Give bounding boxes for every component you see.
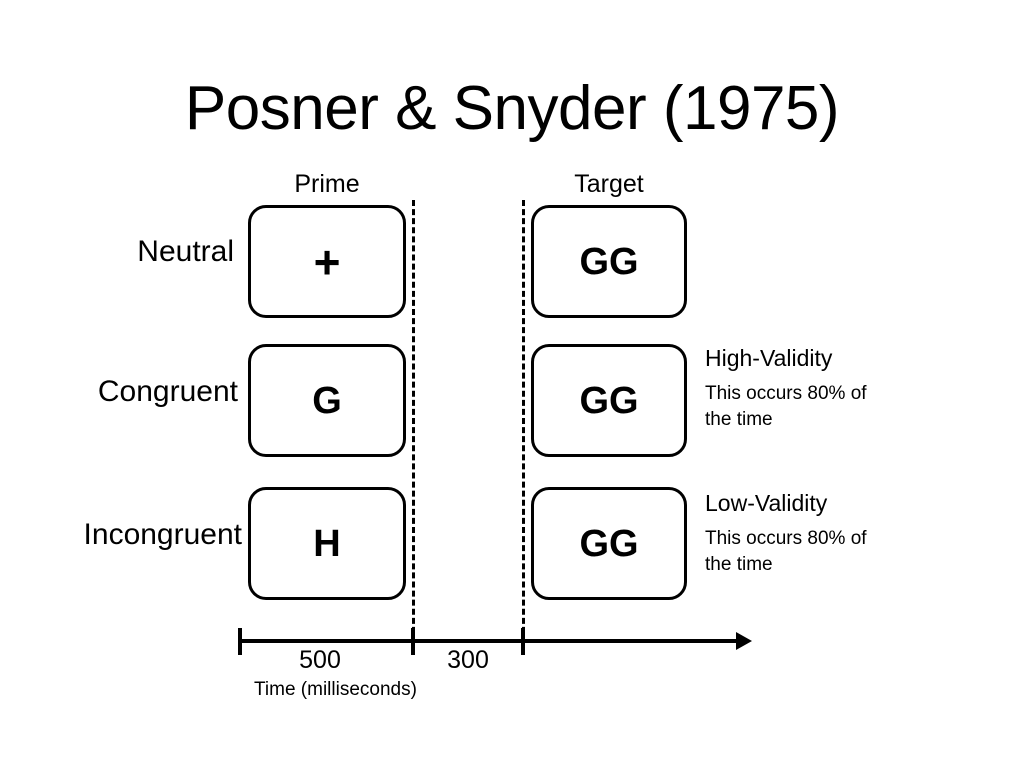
target-box-incongruent: GG [531,487,687,600]
row-label-incongruent: Incongruent [83,518,242,551]
prime-stimulus-incongruent: H [313,522,341,565]
annotation-low-validity-body: This occurs 80% of the time [705,528,867,575]
annotation-high-validity-body: This occurs 80% of the time [705,383,867,430]
prime-stimulus-congruent: G [312,379,342,422]
annotation-high-validity: High-Validity This occurs 80% of the tim… [705,345,1005,432]
target-stimulus-congruent: GG [579,379,639,422]
target-stimulus-incongruent: GG [579,522,639,565]
dashed-divider-prime-offset [412,200,415,642]
prime-box-congruent: G [248,344,406,457]
timeline-arrowhead-icon [736,632,752,650]
column-header-target: Target [574,170,644,198]
annotation-low-validity-title: Low-Validity [705,490,828,516]
timeline-label-300: 300 [447,646,489,674]
row-label-congruent: Congruent [97,375,238,408]
page-title: Posner & Snyder (1975) [184,73,840,143]
annotation-low-validity: Low-Validity This occurs 80% of the time [705,490,1005,577]
dashed-divider-target-onset [522,200,525,642]
target-stimulus-neutral: GG [579,240,639,283]
annotation-high-validity-title: High-Validity [705,345,833,371]
timeline-label-500: 500 [299,646,341,674]
row-label-neutral: Neutral [137,235,234,268]
column-header-prime: Prime [294,170,360,198]
target-box-neutral: GG [531,205,687,318]
prime-box-neutral: + [248,205,406,318]
timeline-axis-label: Time (milliseconds) [254,679,417,700]
prime-box-incongruent: H [248,487,406,600]
prime-stimulus-neutral: + [313,235,341,288]
target-box-congruent: GG [531,344,687,457]
